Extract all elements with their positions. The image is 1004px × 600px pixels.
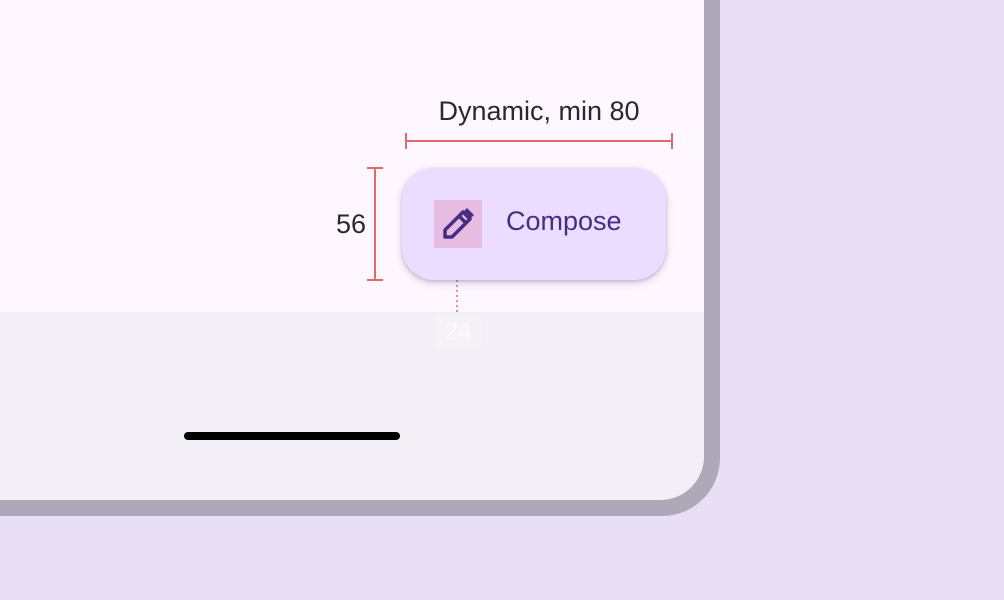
height-annotation: 56 [335,209,367,239]
compose-label: Compose [506,206,622,236]
compose-fab[interactable]: Compose [402,168,666,280]
icon-size-annotation: 24 [434,314,482,350]
home-indicator[interactable] [184,432,400,440]
width-annotation: Dynamic, min 80 [438,96,640,126]
pencil-icon [434,200,482,248]
bottom-navigation-area [0,312,704,500]
